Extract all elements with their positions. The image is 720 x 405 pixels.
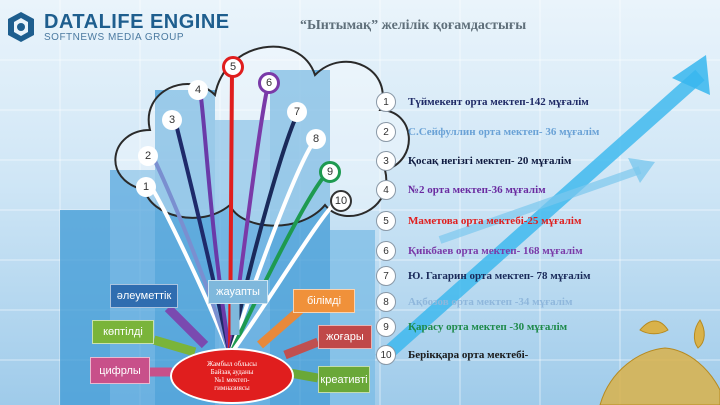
fan-number-2: 2 (138, 146, 158, 166)
list-item: 9 Қарасу орта мектеп -30 мұғалім (376, 317, 567, 337)
item-number: 4 (376, 180, 396, 200)
item-number: 8 (376, 292, 396, 312)
item-number: 7 (376, 266, 396, 286)
site-logo[interactable]: DATALIFE ENGINE SOFTNEWS MEDIA GROUP (4, 10, 230, 44)
box-responsible: жауапты (208, 280, 268, 304)
list-item: 5 Маметова орта мектебі-25 мұғалім (376, 211, 581, 231)
fan-number-5: 5 (222, 56, 244, 78)
box-social: әлеуметтік (110, 284, 178, 308)
list-item: 2 С.Сейфуллин орта мектеп- 36 мұғалім (376, 122, 599, 142)
item-number: 10 (376, 345, 396, 365)
list-item: 3 Қосақ негізгі мектеп- 20 мұғалім (376, 151, 571, 171)
item-number: 3 (376, 151, 396, 171)
box-multilingual: көптілді (92, 320, 154, 344)
fan-number-8: 8 (306, 129, 326, 149)
fan-number-3: 3 (162, 110, 182, 130)
fan-number-7: 7 (287, 102, 307, 122)
item-text: Қосақ негізгі мектеп- 20 мұғалім (408, 155, 572, 167)
item-text: С.Сейфуллин орта мектеп- 36 мұғалім (408, 126, 600, 138)
box-high: жоғары (318, 325, 372, 349)
fan-number-6: 6 (258, 72, 280, 94)
item-text: Түймекент орта мектеп-142 мұғалім (408, 96, 589, 108)
logo-tagline: SOFTNEWS MEDIA GROUP (44, 31, 185, 43)
school-line-4: гимназиясы (214, 384, 250, 392)
item-text: №2 орта мектеп-36 мұғалім (408, 184, 546, 196)
item-text: Берікқара орта мектебі- (408, 349, 529, 361)
box-creative: креативті (318, 366, 370, 393)
item-text: Ю. Гагарин орта мектеп- 78 мұғалім (408, 270, 591, 282)
item-number: 2 (376, 122, 396, 142)
item-text: Маметова орта мектебі-25 мұғалім (408, 215, 582, 227)
box-educated: білімді (293, 289, 355, 313)
school-line-2: Байзақ ауданы (210, 368, 254, 376)
item-number: 1 (376, 92, 396, 112)
item-number: 9 (376, 317, 396, 337)
fan-number-10: 10 (330, 190, 352, 212)
item-text: Қарасу орта мектеп -30 мұғалім (408, 321, 568, 333)
fan-number-1: 1 (136, 177, 156, 197)
item-number: 5 (376, 211, 396, 231)
school-ellipse: Жамбыл облысы Байзақ ауданы №1 мектеп- г… (170, 348, 294, 404)
list-item: 7 Ю. Гагарин орта мектеп- 78 мұғалім (376, 266, 591, 286)
fan-number-4: 4 (188, 80, 208, 100)
school-line-1: Жамбыл облысы (206, 360, 258, 368)
list-item: 8 Ақбозов орта мектеп -34 мұғалім (376, 292, 572, 312)
list-item: 4 №2 орта мектеп-36 мұғалім (376, 180, 546, 200)
list-item: 6 Қиікбаев орта мектеп- 168 мұғалім (376, 241, 583, 261)
list-item: 10 Берікқара орта мектебі- (376, 345, 528, 365)
box-digital: цифрлы (90, 357, 150, 384)
list-item: 1 Түймекент орта мектеп-142 мұғалім (376, 92, 589, 112)
logo-name: DATALIFE ENGINE (44, 10, 230, 33)
fan-number-9: 9 (319, 161, 341, 183)
item-text: Ақбозов орта мектеп -34 мұғалім (408, 296, 573, 308)
logo-icon (8, 12, 34, 42)
item-number: 6 (376, 241, 396, 261)
page-title: “Ынтымақ” желілік қоғамдастығы (300, 18, 527, 33)
school-line-3: №1 мектеп- (214, 376, 250, 384)
item-text: Қиікбаев орта мектеп- 168 мұғалім (408, 245, 583, 257)
